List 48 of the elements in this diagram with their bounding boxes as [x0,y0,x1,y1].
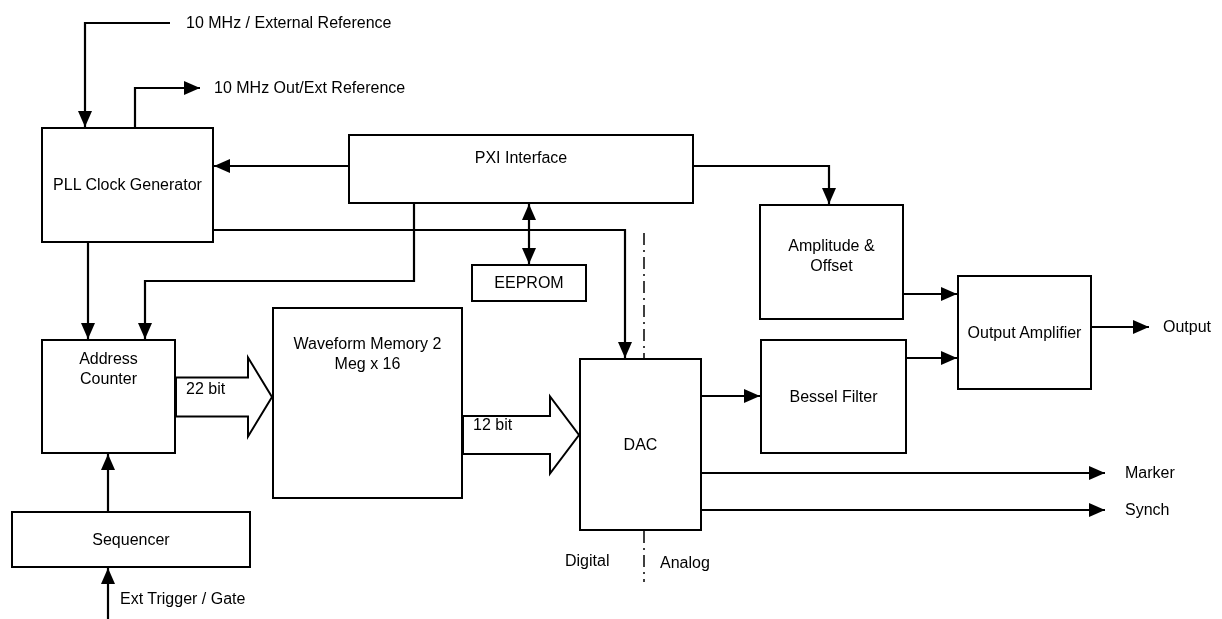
arrow [78,21,170,127]
block-label: Sequencer [91,529,171,550]
signal-label: Marker [1124,463,1176,483]
block-label: PXI Interface [473,148,569,168]
edge-label: Ext Trigger / Gate [120,590,246,608]
block-label: Waveform Memory 2 Meg x 16 [292,334,443,374]
arrow [214,159,348,173]
block-box [760,339,907,454]
bus-arrow [175,353,274,441]
arrow [694,164,836,204]
arrow [904,287,957,301]
block-box [272,307,463,499]
block-box [759,204,904,320]
signal-label: 10 MHz Out/Ext Reference [213,78,407,98]
arrow [702,503,1105,517]
arrow [522,204,536,264]
signal-label: Synch [1124,500,1171,520]
arrow [133,81,200,127]
arrow [101,454,115,511]
signal-label: Output [1162,317,1213,337]
block-box [41,339,176,454]
block-box [348,134,694,204]
block-box [471,264,587,302]
region-label: Digital [565,552,610,570]
block-box [11,511,251,568]
edge-label: 22 bit [186,379,226,398]
block-box [579,358,702,531]
block-label: DAC [622,434,659,455]
block-label: Amplitude & Offset [787,236,876,276]
signal-label: 10 MHz / External Reference [185,13,393,33]
arrow [101,568,115,619]
block-box [957,275,1092,390]
block-label: PLL Clock Generator [52,175,203,195]
block-label: Output Amplifier [966,322,1083,343]
region-label: Analog [660,554,710,572]
block-box [41,127,214,243]
arrow [138,204,416,339]
block-label: EEPROM [493,273,565,293]
arrow [214,228,632,358]
arrow [81,243,95,339]
edge-label: 12 bit [473,416,513,434]
block-label: Bessel Filter [788,386,879,407]
arrow [907,351,957,365]
bus-arrow [462,393,581,477]
arrow [702,389,760,403]
arrow [702,466,1105,480]
arrow [1092,320,1149,334]
block-label: Address Counter [78,349,139,389]
